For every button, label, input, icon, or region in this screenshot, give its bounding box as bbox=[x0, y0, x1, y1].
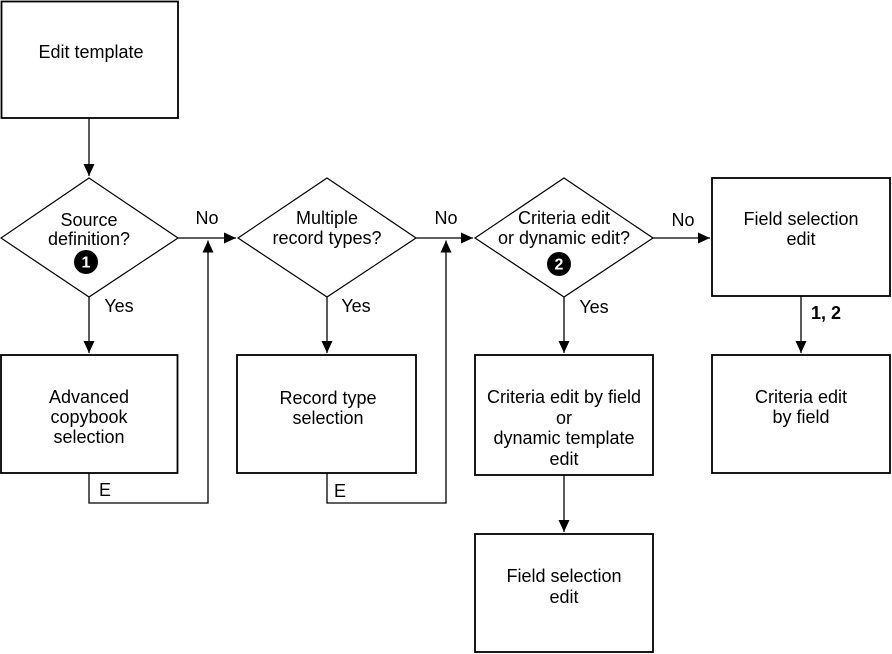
node-field-selection-edit-bottom bbox=[474, 533, 654, 653]
badge-1-number: 1 bbox=[82, 255, 91, 272]
record-type-selection-line1: Record type bbox=[279, 388, 376, 408]
label-no-1: No bbox=[195, 208, 218, 228]
criteria-by-field-dynamic-line2: or bbox=[556, 408, 572, 428]
criteria-by-field-dynamic-line1: Criteria edit by field bbox=[487, 387, 641, 407]
source-definition-line2: definition? bbox=[48, 229, 130, 249]
decision-source-definition bbox=[0, 177, 180, 298]
node-field-selection-edit-top bbox=[711, 177, 891, 297]
field-selection-edit-bottom-line1: Field selection bbox=[506, 566, 621, 586]
criteria-or-dynamic-line1: Criteria edit bbox=[518, 208, 610, 228]
field-selection-edit-top-line2: edit bbox=[786, 229, 815, 249]
badge-2-number: 2 bbox=[555, 257, 564, 274]
label-exit-2: E bbox=[334, 481, 346, 501]
node-advanced-copybook-selection bbox=[0, 354, 179, 474]
node-edit-template bbox=[0, 0, 179, 119]
source-definition-line1: Source bbox=[60, 210, 117, 230]
label-yes-1: Yes bbox=[104, 296, 133, 316]
record-type-selection-line2: selection bbox=[292, 408, 363, 428]
field-selection-edit-bottom-line2: edit bbox=[549, 587, 578, 607]
decision-criteria-or-dynamic-edit bbox=[473, 177, 655, 298]
label-yes-2: Yes bbox=[341, 296, 370, 316]
advanced-copybook-line2: copybook bbox=[50, 407, 128, 427]
label-no-2: No bbox=[434, 208, 457, 228]
criteria-edit-by-field-line2: by field bbox=[772, 407, 829, 427]
edge-exit-loop-record-type bbox=[326, 240, 452, 504]
criteria-by-field-dynamic-line3: dynamic template bbox=[493, 428, 634, 448]
field-selection-edit-top-line1: Field selection bbox=[743, 209, 858, 229]
label-exit-1: E bbox=[99, 480, 111, 500]
edge-exit-loop-advanced-copybook bbox=[88, 240, 214, 504]
node-criteria-edit-by-field-or-dynamic bbox=[474, 354, 654, 476]
badge-1-circle bbox=[74, 250, 98, 274]
criteria-or-dynamic-line2: or dynamic edit? bbox=[498, 228, 630, 248]
advanced-copybook-line1: Advanced bbox=[49, 387, 129, 407]
multiple-record-types-line1: Multiple bbox=[296, 208, 358, 228]
label-yes-3: Yes bbox=[579, 297, 608, 317]
badge-2-circle bbox=[547, 252, 571, 276]
decision-multiple-record-types bbox=[236, 177, 418, 298]
advanced-copybook-line3: selection bbox=[53, 427, 124, 447]
edit-template-label: Edit template bbox=[38, 42, 143, 62]
criteria-edit-by-field-line1: Criteria edit bbox=[755, 387, 847, 407]
label-no-3: No bbox=[671, 210, 694, 230]
multiple-record-types-line2: record types? bbox=[272, 228, 381, 248]
label-one-two: 1, 2 bbox=[811, 303, 841, 323]
node-record-type-selection bbox=[236, 354, 417, 474]
node-criteria-edit-by-field bbox=[711, 354, 891, 474]
criteria-by-field-dynamic-line4: edit bbox=[549, 449, 578, 469]
